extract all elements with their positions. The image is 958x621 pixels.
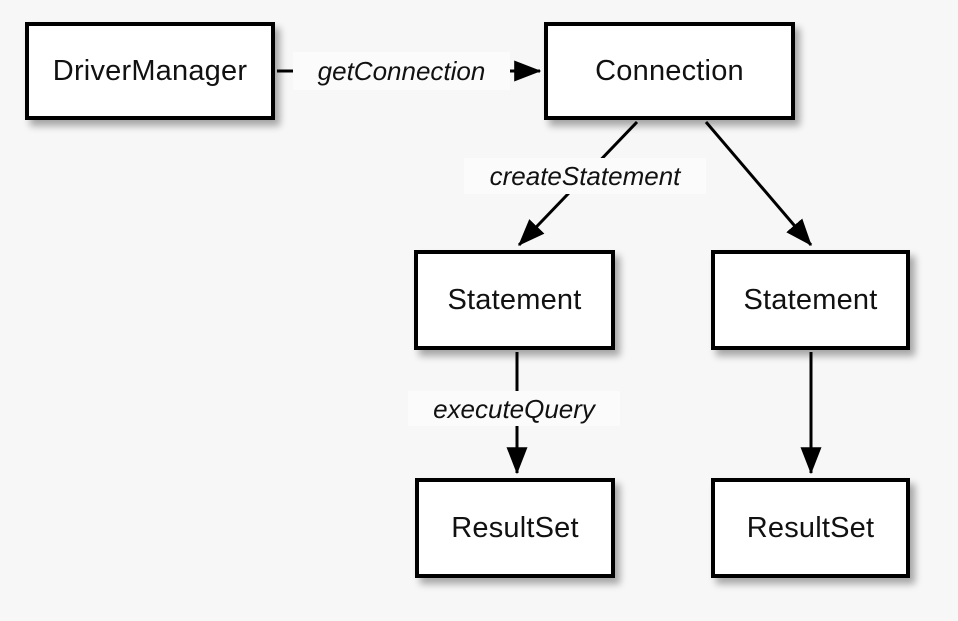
edge-label-createstatement: createStatement (464, 158, 706, 194)
node-connection-label: Connection (595, 54, 744, 87)
edge-label-getconnection: getConnection (293, 52, 510, 90)
node-driver-manager[interactable]: DriverManager (25, 22, 275, 120)
node-statement-left-label: Statement (447, 283, 582, 316)
node-resultset-right-label: ResultSet (746, 511, 875, 544)
node-connection[interactable]: Connection (544, 22, 795, 120)
node-resultset-left-label: ResultSet (451, 511, 579, 544)
node-resultset-left[interactable]: ResultSet (415, 478, 615, 578)
node-statement-right[interactable]: Statement (711, 250, 910, 350)
node-driver-manager-label: DriverManager (52, 54, 248, 87)
edge-label-executequery: executeQuery (408, 391, 620, 426)
edge-connection-statement-right-line (704, 121, 813, 246)
node-resultset-right[interactable]: ResultSet (711, 478, 910, 578)
node-statement-right-label: Statement (743, 283, 878, 316)
node-statement-left[interactable]: Statement (414, 250, 615, 350)
